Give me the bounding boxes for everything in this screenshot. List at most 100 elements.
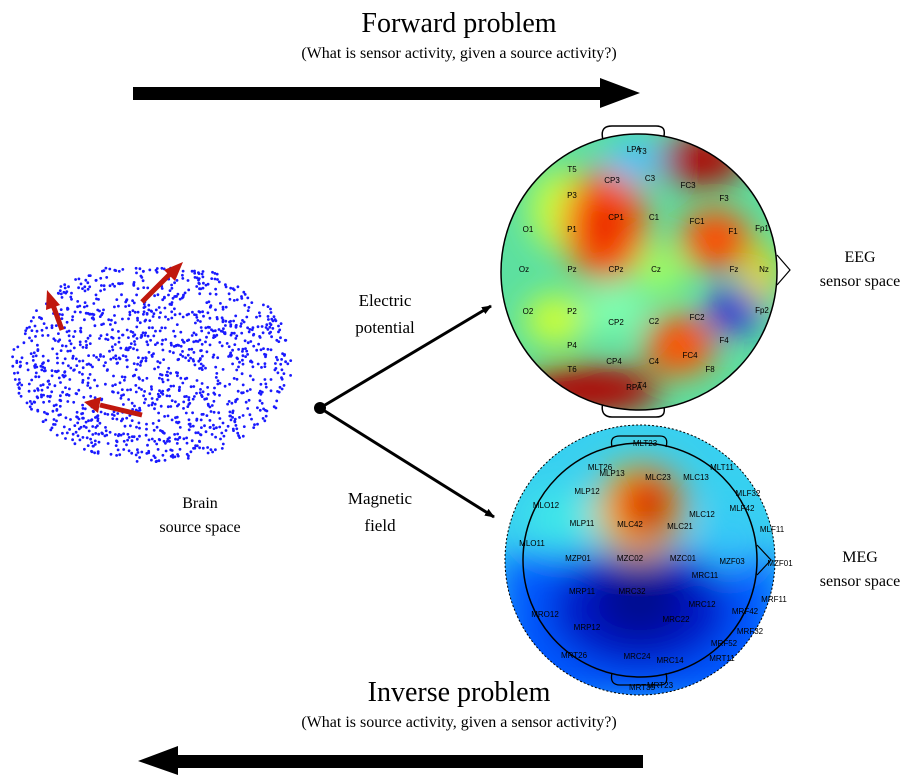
eeg-sensor-label: Oz	[519, 265, 529, 274]
inverse-arrow	[138, 746, 643, 775]
meg-label-line2: sensor space	[819, 573, 901, 590]
brain-label-line1: Brain	[182, 495, 218, 512]
electric-label-line2: potential	[355, 318, 415, 337]
meg-sensor-label: MRC12	[688, 600, 716, 609]
forward-problem-subtitle: (What is sensor activity, given a source…	[301, 45, 617, 62]
eeg-sensor-label: C4	[649, 357, 660, 366]
magnetic-arrow	[319, 406, 495, 519]
meg-sensor-label: MRC22	[662, 615, 690, 624]
eeg-sensor-label: F4	[719, 336, 729, 345]
eeg-sensor-label: P2	[567, 307, 577, 316]
forward-problem-title: Forward problem	[361, 8, 557, 39]
forward-arrow	[133, 78, 640, 108]
meg-sensor-space-label: MEG sensor space	[795, 546, 918, 594]
magnetic-label-line1: Magnetic	[347, 489, 413, 508]
eeg-sensor-label: FC2	[689, 313, 705, 322]
eeg-topomap: Fp1Fp2F3F4F8F1FzFC1FC2FC3FC4C1C2C3C4CzCP…	[500, 125, 791, 418]
meg-sensor-label: MLF32	[736, 489, 761, 498]
meg-sensor-label: MLC21	[667, 522, 693, 531]
dipole-arrow-top-right	[140, 262, 183, 304]
meg-sensor-label: MRC32	[618, 587, 646, 596]
meg-sensor-label: MRT23	[647, 681, 674, 690]
brain-source-label: Brain source space	[100, 492, 300, 540]
magnetic-label-line2: field	[364, 516, 396, 535]
meg-sensor-label: MLC42	[617, 520, 643, 529]
eeg-sensor-label: Pz	[567, 265, 576, 274]
eeg-sensor-label: RPA	[626, 383, 643, 392]
eeg-label-line2: sensor space	[819, 273, 901, 290]
inverse-problem-subtitle: (What is source activity, given a sensor…	[301, 714, 617, 731]
eeg-sensor-label: C1	[649, 213, 660, 222]
meg-sensor-label: MZP01	[565, 554, 591, 563]
eeg-sensor-label: LPA	[627, 145, 642, 154]
dipole-arrow-middle	[84, 397, 143, 418]
magnetic-field-label: Magnetic field	[315, 485, 445, 539]
meg-sensor-label: MLT23	[633, 439, 658, 448]
eeg-sensor-label: FC1	[689, 217, 705, 226]
meg-sensor-label: MRC11	[692, 571, 719, 580]
eeg-sensor-label: T6	[567, 365, 577, 374]
eeg-sensor-label: P4	[567, 341, 577, 350]
brain-dipole-cloud	[11, 266, 293, 463]
meg-sensor-label: MLP12	[574, 487, 600, 496]
meg-sensor-label: MRO12	[531, 610, 559, 619]
meg-sensor-label: MLC12	[689, 510, 715, 519]
meg-ear	[756, 544, 772, 576]
brain-source-space	[11, 262, 293, 463]
eeg-sensor-label: F1	[728, 227, 738, 236]
meg-sensor-label: MZC02	[617, 554, 644, 563]
brain-label-line2: source space	[159, 519, 241, 536]
meg-sensor-label: MZF01	[767, 559, 793, 568]
eeg-sensor-label: T3	[637, 147, 647, 156]
electric-label-line1: Electric	[358, 291, 412, 310]
eeg-sensor-label: O2	[523, 307, 534, 316]
eeg-sensor-label: T5	[567, 165, 577, 174]
meg-sensor-label: MLO11	[519, 539, 545, 548]
eeg-sensor-space-label: EEG sensor space	[795, 246, 918, 294]
meg-sensor-boundary	[504, 424, 776, 696]
meg-sensor-label: MRT35	[629, 683, 656, 692]
eeg-sensor-label: FC3	[680, 181, 696, 190]
dipole-arrows	[46, 262, 183, 418]
eeg-sensor-label: P1	[567, 225, 577, 234]
eeg-sensor-label: C2	[649, 317, 660, 326]
branch-arrows	[314, 304, 495, 519]
meg-nose-top	[610, 435, 668, 448]
eeg-sensor-label: Nz	[759, 265, 769, 274]
meg-sensor-label: MRC24	[623, 652, 651, 661]
eeg-sensor-label: F8	[705, 365, 715, 374]
meg-head-outline	[522, 442, 758, 678]
meg-sensor-label: MLP11	[570, 519, 595, 528]
meg-sensor-label: MRP12	[574, 623, 601, 632]
meg-sensor-label: MRC14	[656, 656, 684, 665]
meg-sensor-label: MLT26	[588, 463, 613, 472]
meg-sensor-label: MZC01	[670, 554, 697, 563]
eeg-sensor-label: O1	[523, 225, 534, 234]
meg-sensor-label: MRP11	[569, 587, 596, 596]
eeg-sensor-label: T4	[637, 381, 647, 390]
meg-sensor-label: MRT26	[561, 651, 588, 660]
eeg-sensor-label: Fp1	[755, 224, 769, 233]
meg-sensor-label: MRF52	[711, 639, 738, 648]
meg-sensor-label: MLP13	[599, 469, 625, 478]
eeg-ear	[776, 254, 791, 286]
eeg-head-outline	[500, 133, 778, 411]
meg-nose-bottom	[610, 672, 668, 686]
meg-sensor-label: MLT11	[710, 463, 734, 472]
eeg-label-line1: EEG	[844, 249, 876, 266]
eeg-sensor-label: Fz	[730, 265, 739, 274]
eeg-sensor-label: FC4	[682, 351, 698, 360]
electric-arrow	[319, 304, 492, 410]
meg-sensor-label: MLO12	[533, 501, 560, 510]
meg-sensor-label: MLF42	[730, 504, 755, 513]
dipole-arrow-top-left	[46, 290, 65, 331]
eeg-sensor-label: C3	[645, 174, 656, 183]
meg-sensor-label: MZF03	[719, 557, 745, 566]
electric-potential-label: Electric potential	[320, 287, 450, 341]
eeg-sensor-label: CPz	[608, 265, 623, 274]
meg-sensor-label: MRF42	[732, 607, 759, 616]
meg-label-line1: MEG	[842, 549, 878, 566]
meg-sensor-label: MRF11	[761, 595, 787, 604]
meg-sensor-label: MLF11	[760, 525, 785, 534]
